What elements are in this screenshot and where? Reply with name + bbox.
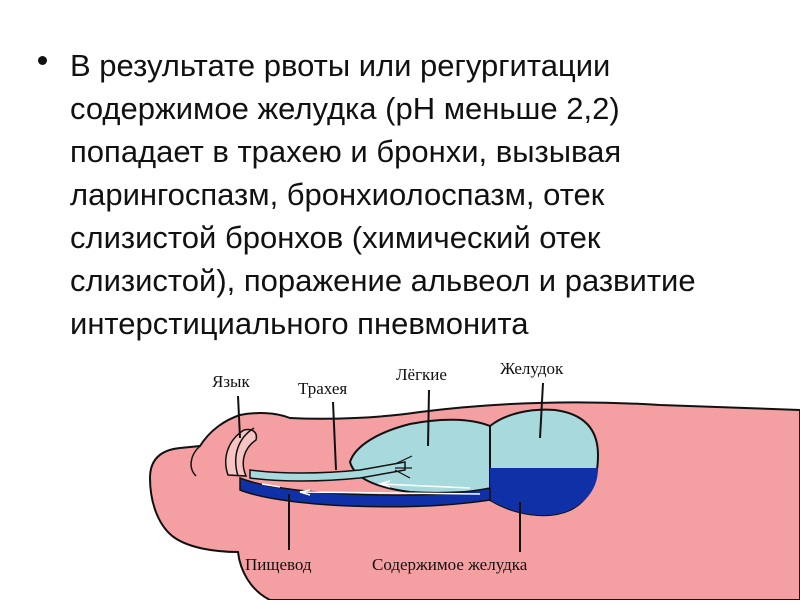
leader-lungs bbox=[427, 389, 430, 447]
aspiration-diagram: Язык Трахея Лёгкие Желудок Пищевод Содер… bbox=[0, 340, 800, 601]
reflux-flow-arrows bbox=[261, 480, 481, 496]
bronchi-branches bbox=[394, 455, 413, 479]
label-lungs: Лёгкие bbox=[396, 365, 447, 384]
label-stomach: Желудок bbox=[500, 359, 564, 378]
label-tongue: Язык bbox=[212, 372, 250, 391]
leader-lines bbox=[237, 382, 544, 552]
pharynx-curve bbox=[234, 427, 255, 477]
trachea-tube bbox=[249, 461, 406, 482]
stomach-contents-fluid bbox=[490, 468, 598, 516]
ear-outline bbox=[190, 445, 201, 477]
bullet-text-block: В результате рвоты или регургитации соде… bbox=[30, 44, 750, 360]
label-trachea: Трахея bbox=[298, 379, 347, 398]
leader-trachea bbox=[332, 401, 337, 471]
leader-stomach bbox=[539, 382, 544, 439]
aspiration-diagram-svg: Язык Трахея Лёгкие Желудок Пищевод Содер… bbox=[148, 359, 800, 601]
tongue-shape bbox=[224, 428, 258, 477]
bullet-marker bbox=[38, 56, 47, 65]
label-esophagus: Пищевод bbox=[245, 555, 312, 574]
paragraph-text: В результате рвоты или регургитации соде… bbox=[70, 48, 696, 341]
label-stomach-contents: Содержимое желудка bbox=[372, 555, 528, 574]
leader-tongue bbox=[237, 395, 241, 439]
